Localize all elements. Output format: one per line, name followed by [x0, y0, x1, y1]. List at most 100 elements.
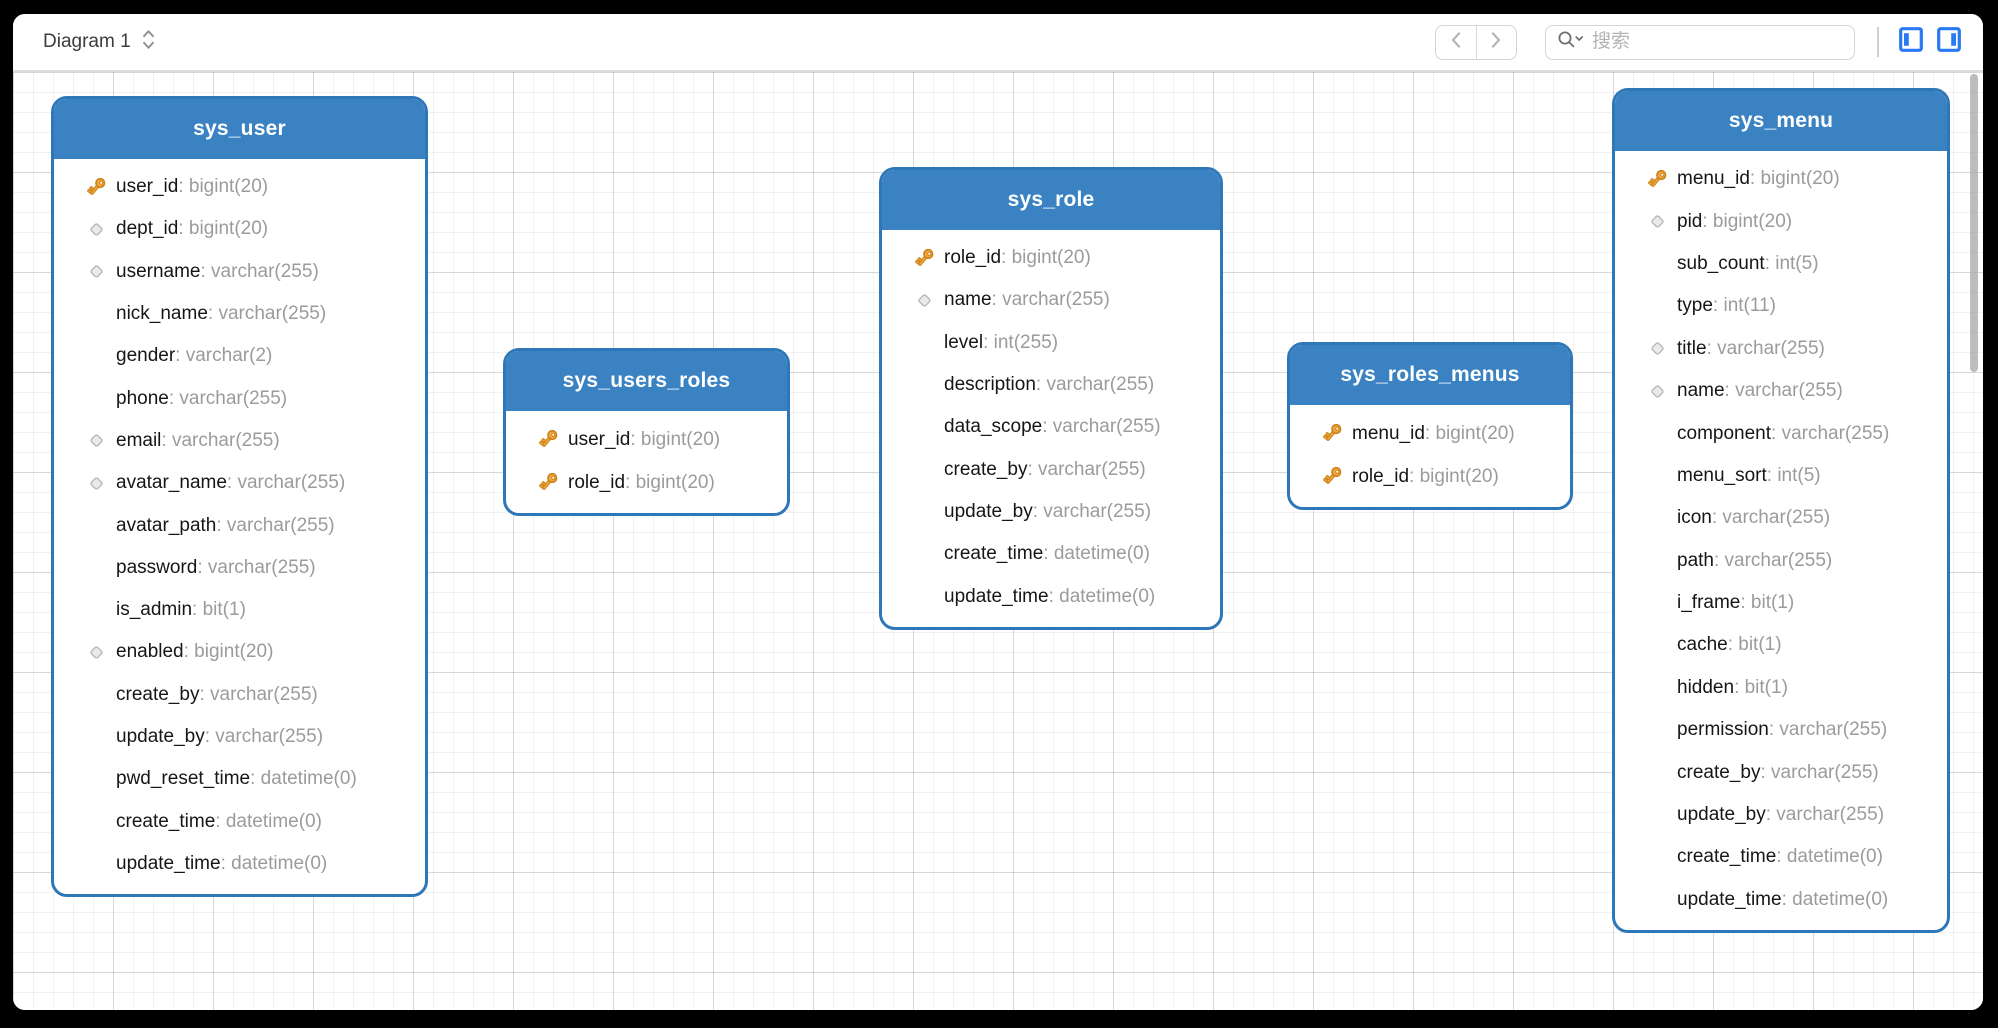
field-row[interactable]: update_by: varchar(255) [912, 491, 1210, 533]
field-row[interactable]: menu_id: bigint(20) [1320, 412, 1560, 455]
field-row[interactable]: name: varchar(255) [912, 279, 1210, 321]
field-row[interactable]: username: varchar(255) [84, 251, 415, 293]
nav-forward-button[interactable] [1477, 26, 1517, 59]
field-row[interactable]: nick_name: varchar(255) [84, 293, 415, 335]
field-row[interactable]: level: int(255) [912, 322, 1210, 364]
table-body: user_id: bigint(20)role_id: bigint(20) [506, 411, 787, 513]
vertical-scrollbar-thumb[interactable] [1970, 74, 1978, 372]
sidebar-left-toggle-icon[interactable] [1899, 27, 1923, 57]
field-type: : int(5) [1764, 252, 1819, 274]
field-row[interactable]: name: varchar(255) [1645, 370, 1937, 412]
field-row[interactable]: avatar_path: varchar(255) [84, 504, 415, 546]
field-type: : bit(1) [192, 599, 246, 621]
field-row[interactable]: update_time: datetime(0) [912, 576, 1210, 618]
field-type: : varchar(255) [1711, 507, 1831, 529]
field-type: : varchar(255) [168, 387, 288, 409]
field-type: : bit(1) [1727, 634, 1782, 656]
table-sys_role[interactable]: sys_role role_id: bigint(20)name: varchar… [879, 167, 1223, 630]
field-row[interactable]: path: varchar(255) [1645, 540, 1937, 582]
field-type: : bit(1) [1740, 592, 1795, 614]
app-window: Diagram 1 [13, 14, 1983, 1010]
field-row[interactable]: pwd_reset_time: datetime(0) [84, 758, 415, 800]
field-name: pid [1677, 210, 1703, 232]
field-row[interactable]: sub_count: int(5) [1645, 243, 1937, 285]
field-row[interactable]: update_time: datetime(0) [1645, 879, 1937, 921]
field-row[interactable]: role_id: bigint(20) [1320, 455, 1560, 498]
field-row[interactable]: create_by: varchar(255) [84, 674, 415, 716]
field-row[interactable]: gender: varchar(2) [84, 335, 415, 377]
field-name: create_time [1677, 846, 1777, 868]
field-name: pwd_reset_time [116, 768, 251, 790]
field-row[interactable]: user_id: bigint(20) [536, 418, 777, 461]
field-row[interactable]: type: int(11) [1645, 285, 1937, 327]
field-row[interactable]: data_scope: varchar(255) [912, 406, 1210, 448]
field-row[interactable]: user_id: bigint(20) [84, 166, 415, 208]
field-name: component [1677, 422, 1772, 444]
search-box[interactable] [1545, 24, 1855, 60]
field-row[interactable]: create_by: varchar(255) [1645, 751, 1937, 793]
field-row[interactable]: title: varchar(255) [1645, 328, 1937, 370]
index-icon [1645, 341, 1669, 356]
sidebar-right-toggle-icon[interactable] [1937, 27, 1961, 57]
field-row[interactable]: i_frame: bit(1) [1645, 582, 1937, 624]
field-type: : varchar(255) [200, 260, 319, 282]
field-row[interactable]: update_by: varchar(255) [84, 716, 415, 758]
field-row[interactable]: menu_id: bigint(20) [1645, 158, 1937, 200]
field-row[interactable]: component: varchar(255) [1645, 412, 1937, 454]
field-row[interactable]: hidden: bit(1) [1645, 667, 1937, 709]
field-type: : bigint(20) [183, 641, 274, 663]
field-type: : bigint(20) [1702, 210, 1793, 232]
field-name: permission [1677, 719, 1769, 741]
field-row[interactable]: pid: bigint(20) [1645, 200, 1937, 242]
field-row[interactable]: create_by: varchar(255) [912, 449, 1210, 491]
diagram-selector[interactable]: Diagram 1 [43, 28, 156, 57]
field-name: email [116, 429, 162, 451]
field-row[interactable]: avatar_name: varchar(255) [84, 462, 415, 504]
search-input[interactable] [1592, 31, 1844, 53]
field-type: : varchar(255) [1032, 501, 1152, 523]
field-type: : varchar(255) [1760, 761, 1879, 783]
table-sys_roles_menus[interactable]: sys_roles_menus menu_id: bigint(20)role_i… [1287, 342, 1573, 510]
field-row[interactable]: role_id: bigint(20) [536, 461, 777, 504]
field-row[interactable]: icon: varchar(255) [1645, 497, 1937, 539]
field-row[interactable]: create_time: datetime(0) [912, 533, 1210, 575]
field-row[interactable]: menu_sort: int(5) [1645, 455, 1937, 497]
table-header[interactable]: sys_role [882, 170, 1220, 230]
field-name: role_id [568, 471, 626, 493]
field-type: : varchar(255) [226, 472, 346, 494]
field-row[interactable]: enabled: bigint(20) [84, 631, 415, 673]
field-type: : varchar(2) [175, 345, 273, 367]
field-name: name [1677, 380, 1725, 402]
field-row[interactable]: dept_id: bigint(20) [84, 208, 415, 250]
nav-back-button[interactable] [1436, 25, 1477, 59]
table-header[interactable]: sys_user [54, 99, 425, 159]
field-row[interactable]: permission: varchar(255) [1645, 709, 1937, 751]
field-name: update_by [1677, 804, 1766, 826]
table-header[interactable]: sys_users_roles [506, 351, 787, 411]
field-row[interactable]: update_by: varchar(255) [1645, 794, 1937, 836]
primary-key-icon [1320, 422, 1344, 445]
index-icon [912, 293, 936, 308]
field-row[interactable]: create_time: datetime(0) [1645, 836, 1937, 878]
field-name: create_by [1677, 761, 1761, 783]
table-header[interactable]: sys_roles_menus [1290, 345, 1570, 405]
field-row[interactable]: email: varchar(255) [84, 420, 415, 462]
field-type: : varchar(255) [1771, 422, 1890, 444]
field-row[interactable]: update_time: datetime(0) [84, 843, 415, 885]
field-row[interactable]: password: varchar(255) [84, 547, 415, 589]
field-type: : bigint(20) [178, 218, 269, 240]
index-icon [84, 645, 108, 660]
field-row[interactable]: cache: bit(1) [1645, 624, 1937, 666]
field-row[interactable]: phone: varchar(255) [84, 377, 415, 419]
field-row[interactable]: description: varchar(255) [912, 364, 1210, 406]
field-row[interactable]: role_id: bigint(20) [912, 237, 1210, 279]
field-row[interactable]: create_time: datetime(0) [84, 800, 415, 842]
field-row[interactable]: is_admin: bit(1) [84, 589, 415, 631]
primary-key-icon [536, 428, 560, 451]
table-header[interactable]: sys_menu [1615, 91, 1947, 151]
field-name: password [116, 556, 198, 578]
table-sys_user[interactable]: sys_user user_id: bigint(20)dept_id: bigi… [51, 96, 428, 897]
